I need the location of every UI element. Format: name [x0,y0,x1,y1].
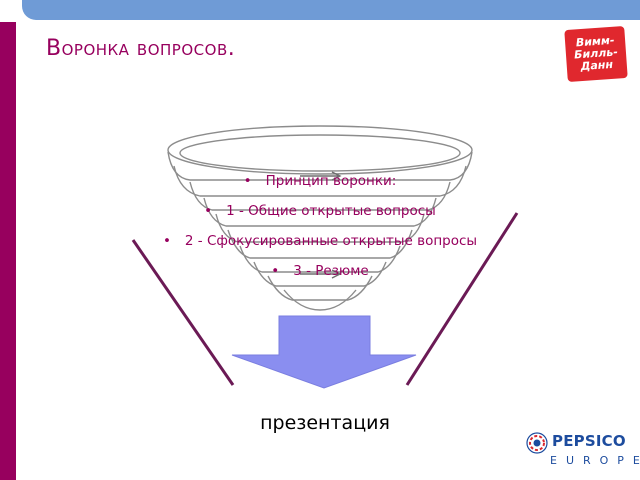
globe-icon [526,432,548,454]
bullet-text: 3 - Резюме [293,263,369,279]
pepsico-europe-logo: PEPSICO EUROPE [526,430,640,474]
funnel-left-line [131,239,235,386]
funnel-right-line [405,212,519,386]
presentation-label: презентация [260,412,390,434]
funnel-bullet-list: • Принцип воронки: • 1 - Общие открытые во… [100,166,540,286]
bullet-text: 2 - Сфокусированные открытые вопросы [184,233,478,249]
left-accent-bar [0,22,16,480]
left-bar-corner [0,0,16,22]
bullet-item: • 2 - Сфокусированные открытые вопросы [100,226,540,256]
slide-title: Воронка вопросов. [46,36,236,61]
pepsico-name: PEPSICO [552,432,626,450]
bullet-text: 1 - Общие открытые вопросы [226,203,436,219]
bullet-item: • 3 - Резюме [100,256,540,286]
bullet-text: Принцип воронки: [265,173,397,189]
bullet-glyph: • [204,203,213,219]
down-arrow-icon [231,315,417,389]
bullet-glyph: • [271,263,280,279]
bullet-glyph: • [162,233,171,249]
bullet-item: • 1 - Общие открытые вопросы [100,196,540,226]
pepsico-region: EUROPE [550,454,640,467]
bullet-item: • Принцип воронки: [100,166,540,196]
funnel-spiral [167,125,473,311]
bullet-glyph: • [243,173,252,189]
top-header-bar [22,0,640,20]
